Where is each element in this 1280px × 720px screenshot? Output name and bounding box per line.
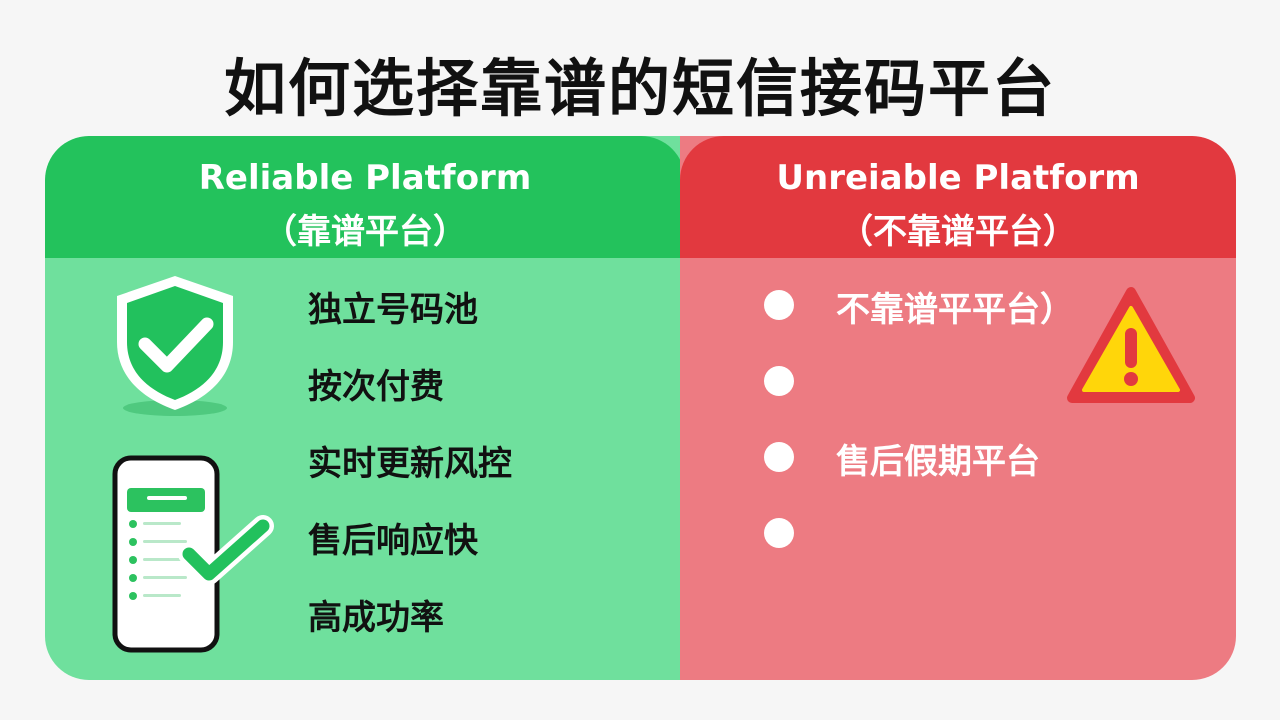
bullet-icon: [764, 518, 794, 548]
bullet-icon: [764, 366, 794, 396]
unreliable-heading-en: Unreiable Platform: [776, 158, 1140, 198]
phone-check-icon: [112, 455, 274, 653]
reliable-item: 售后响应快: [308, 521, 478, 561]
unreliable-heading-zh: （不靠谱平台）: [839, 212, 1077, 252]
shield-check-icon: [117, 276, 233, 416]
page-title: 如何选择靠谱的短信接码平台: [223, 52, 1056, 125]
reliable-heading-zh: （靠谱平台）: [263, 212, 467, 252]
unreliable-panel: Unreiable Platform （不靠谱平台） 不靠谱平平台） 售后假期平…: [680, 136, 1236, 680]
bullet-icon: [764, 290, 794, 320]
unreliable-item: 售后假期平台: [836, 442, 1040, 482]
unreliable-item: 不靠谱平平台）: [836, 290, 1074, 330]
reliable-item: 高成功率: [308, 598, 444, 638]
unreliable-header: Unreiable Platform （不靠谱平台）: [680, 136, 1236, 258]
reliable-item: 按次付费: [308, 367, 444, 407]
bullet-icon: [764, 442, 794, 472]
reliable-header: Reliable Platform （靠谱平台）: [45, 136, 685, 258]
reliable-item: 独立号码池: [308, 290, 478, 330]
reliable-panel: Reliable Platform （靠谱平台） 独立号码池 按次付费 实时更新…: [45, 136, 685, 680]
reliable-heading-en: Reliable Platform: [198, 158, 532, 198]
warning-icon: [1067, 287, 1195, 403]
reliable-item: 实时更新风控: [308, 444, 512, 484]
